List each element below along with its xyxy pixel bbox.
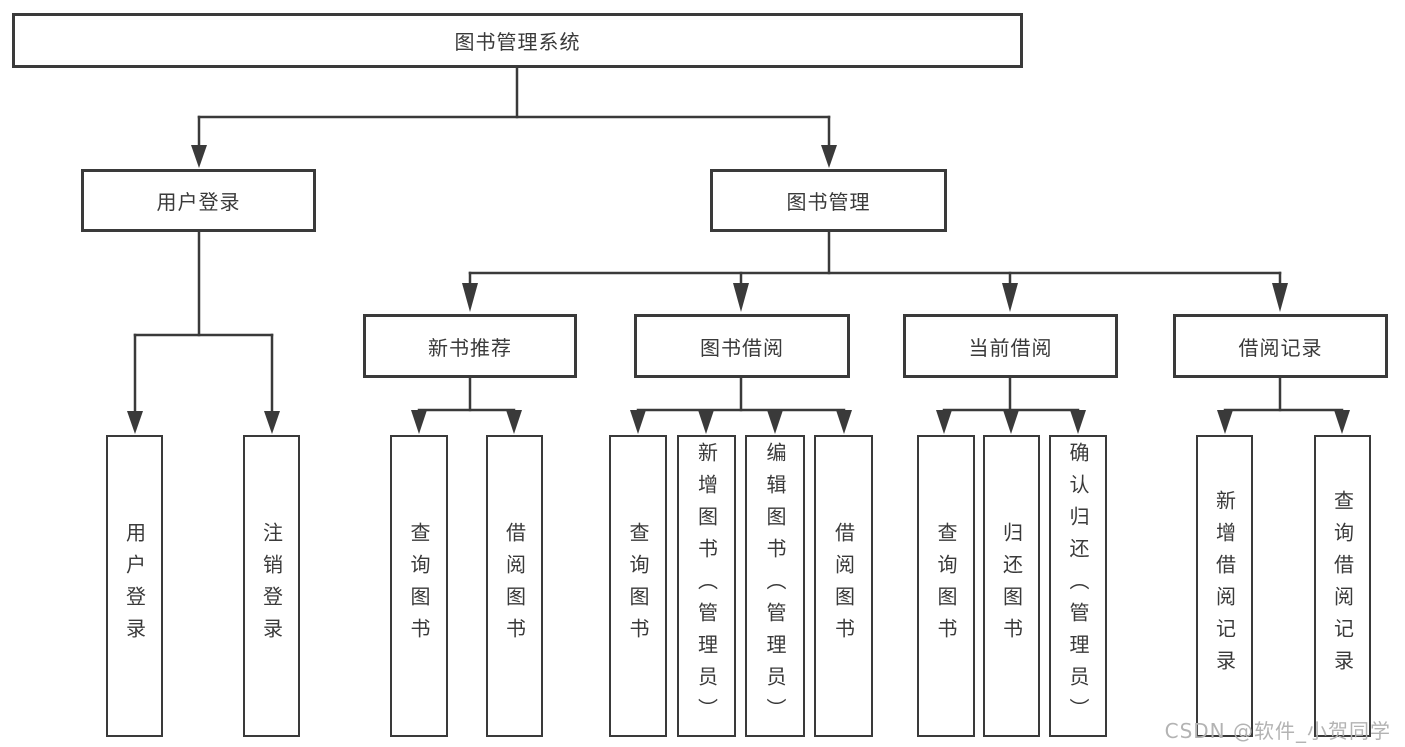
node-borrowing-records: 借阅记录 bbox=[1173, 314, 1388, 378]
leaf-add-borrow-record: 新增借阅记录 bbox=[1196, 435, 1253, 737]
leaf-confirm-return-admin-label: 确认归还（管理员） bbox=[1066, 442, 1090, 730]
leaf-query-books-borrowing-label: 查询图书 bbox=[626, 522, 650, 650]
node-user-login-branch: 用户登录 bbox=[81, 169, 316, 232]
leaf-borrow-books-borrowing-label: 借阅图书 bbox=[831, 522, 856, 650]
node-current-borrowing: 当前借阅 bbox=[903, 314, 1118, 378]
leaf-edit-book-admin: 编辑图书（管理员） bbox=[745, 435, 805, 737]
leaf-borrow-books-recommend: 借阅图书 bbox=[486, 435, 543, 737]
leaf-user-login-label: 用户登录 bbox=[122, 522, 147, 650]
leaf-query-books-recommend-label: 查询图书 bbox=[407, 522, 431, 650]
leaf-add-book-admin: 新增图书（管理员） bbox=[677, 435, 736, 737]
node-book-borrowing: 图书借阅 bbox=[634, 314, 850, 378]
leaf-borrow-books-recommend-label: 借阅图书 bbox=[502, 522, 527, 650]
leaf-return-books-label: 归还图书 bbox=[999, 522, 1024, 650]
leaf-query-books-current-label: 查询图书 bbox=[934, 522, 958, 650]
node-new-book-recommendation: 新书推荐 bbox=[363, 314, 577, 378]
leaf-query-borrow-record: 查询借阅记录 bbox=[1314, 435, 1371, 737]
leaf-confirm-return-admin: 确认归还（管理员） bbox=[1049, 435, 1107, 737]
leaf-logout: 注销登录 bbox=[243, 435, 300, 737]
node-book-management: 图书管理 bbox=[710, 169, 947, 232]
leaf-query-borrow-record-label: 查询借阅记录 bbox=[1330, 490, 1355, 682]
leaf-query-books-recommend: 查询图书 bbox=[390, 435, 448, 737]
leaf-logout-label: 注销登录 bbox=[259, 522, 284, 650]
leaf-add-borrow-record-label: 新增借阅记录 bbox=[1212, 490, 1237, 682]
leaf-edit-book-admin-label: 编辑图书（管理员） bbox=[763, 442, 787, 730]
leaf-user-login: 用户登录 bbox=[106, 435, 163, 737]
watermark: CSDN @软件_小贺同学 bbox=[1164, 719, 1391, 743]
leaf-borrow-books-borrowing: 借阅图书 bbox=[814, 435, 873, 737]
leaf-add-book-admin-label: 新增图书（管理员） bbox=[694, 442, 719, 730]
leaf-query-books-borrowing: 查询图书 bbox=[609, 435, 667, 737]
leaf-return-books: 归还图书 bbox=[983, 435, 1040, 737]
node-library-system: 图书管理系统 bbox=[12, 13, 1023, 68]
leaf-query-books-current: 查询图书 bbox=[917, 435, 975, 737]
